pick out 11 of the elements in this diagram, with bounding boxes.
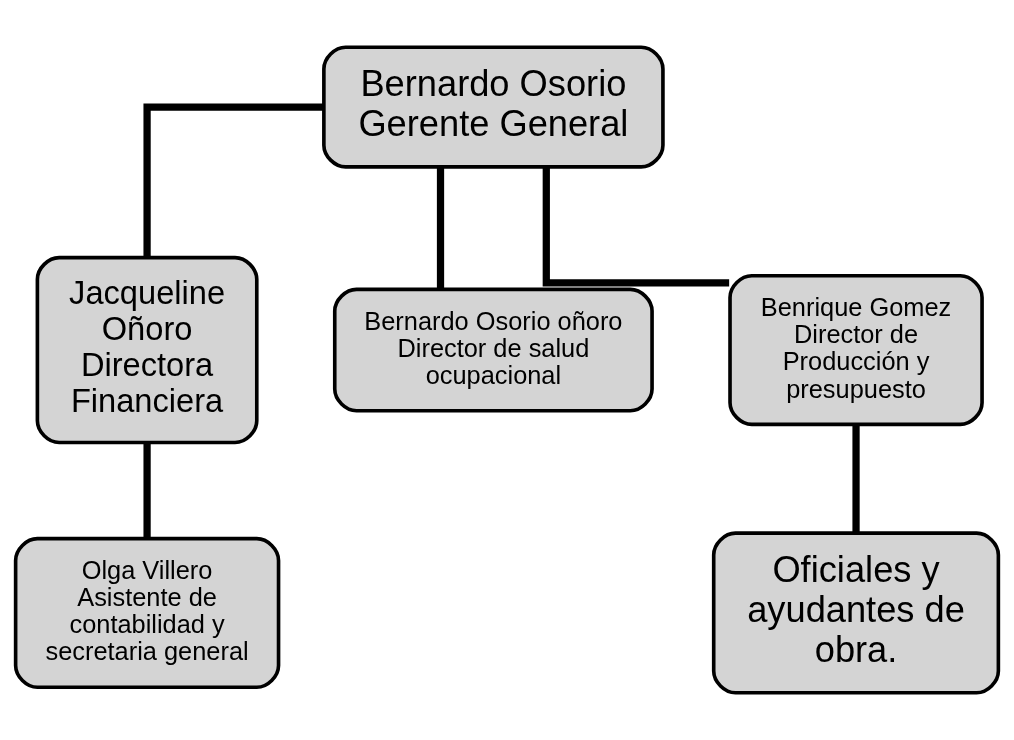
node-box: Oficiales y ayudantes de obra. — [711, 531, 1001, 695]
node-box: Jacqueline Oñoro Directora Financiera — [35, 255, 259, 445]
node-box: Bernardo Osorio oñoro Director de salud ocupacional — [332, 287, 654, 413]
connector — [436, 167, 445, 289]
connector — [143, 442, 151, 539]
connector — [143, 103, 324, 258]
node-box: Bernardo Osorio Gerente General — [322, 45, 665, 169]
node-box: Benrique Gomez Director de Producción y presupuesto — [728, 273, 984, 427]
node-box: Olga Villero Asistente de contabilidad y secretaria general — [13, 536, 281, 690]
connector — [852, 424, 860, 534]
connector — [542, 167, 730, 287]
